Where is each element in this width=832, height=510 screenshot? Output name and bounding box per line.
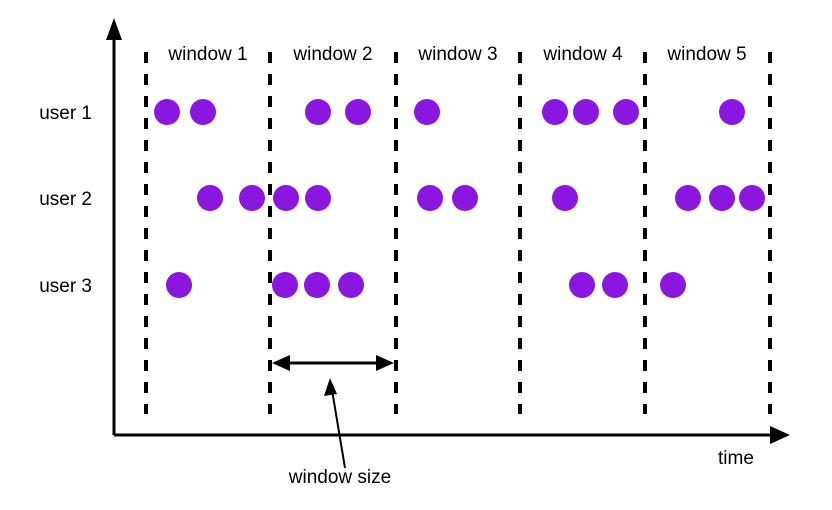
window-label-5: window 5 bbox=[667, 44, 747, 65]
event-dot bbox=[452, 185, 478, 211]
event-dot bbox=[709, 185, 735, 211]
event-dot bbox=[305, 99, 331, 125]
row-label-user-1: user 1 bbox=[39, 103, 92, 124]
event-dot bbox=[414, 99, 440, 125]
event-dot bbox=[417, 185, 443, 211]
event-dot bbox=[197, 185, 223, 211]
event-dot bbox=[304, 272, 330, 298]
window-label-4: window 4 bbox=[543, 44, 623, 65]
event-dot bbox=[273, 185, 299, 211]
event-dots-user-3 bbox=[166, 272, 686, 298]
callout-arrow-icon bbox=[324, 378, 337, 396]
event-dots-user-2 bbox=[197, 185, 765, 211]
event-dot bbox=[613, 99, 639, 125]
event-dot bbox=[305, 185, 331, 211]
event-dot bbox=[338, 272, 364, 298]
event-dots-user-1 bbox=[154, 99, 745, 125]
y-axis-arrow-icon bbox=[106, 18, 122, 40]
event-dot bbox=[239, 185, 265, 211]
event-dot bbox=[552, 185, 578, 211]
event-dot bbox=[739, 185, 765, 211]
event-dot bbox=[345, 99, 371, 125]
window-dividers bbox=[144, 52, 772, 414]
window-size-callout-pointer bbox=[324, 378, 346, 469]
event-dot bbox=[569, 272, 595, 298]
x-axis-label: time bbox=[718, 448, 754, 469]
event-dot bbox=[166, 272, 192, 298]
event-dot bbox=[602, 272, 628, 298]
event-dot bbox=[542, 99, 568, 125]
window-label-3: window 3 bbox=[418, 44, 498, 65]
event-dot bbox=[154, 99, 180, 125]
measure-arrow-left-icon bbox=[272, 355, 290, 371]
row-label-user-3: user 3 bbox=[39, 276, 92, 297]
event-dot bbox=[660, 272, 686, 298]
x-axis-arrow-icon bbox=[770, 426, 790, 444]
event-dot bbox=[675, 185, 701, 211]
window-label-2: window 2 bbox=[293, 44, 373, 65]
event-dot bbox=[272, 272, 298, 298]
x-axis bbox=[114, 426, 790, 444]
event-dot bbox=[190, 99, 216, 125]
row-label-user-2: user 2 bbox=[39, 189, 92, 210]
window-label-1: window 1 bbox=[168, 44, 248, 65]
window-size-annotation-label: window size bbox=[288, 467, 392, 488]
window-size-measure-arrow bbox=[272, 355, 394, 371]
measure-arrow-right-icon bbox=[376, 355, 394, 371]
y-axis bbox=[106, 18, 122, 435]
event-dot bbox=[573, 99, 599, 125]
event-dot bbox=[719, 99, 745, 125]
